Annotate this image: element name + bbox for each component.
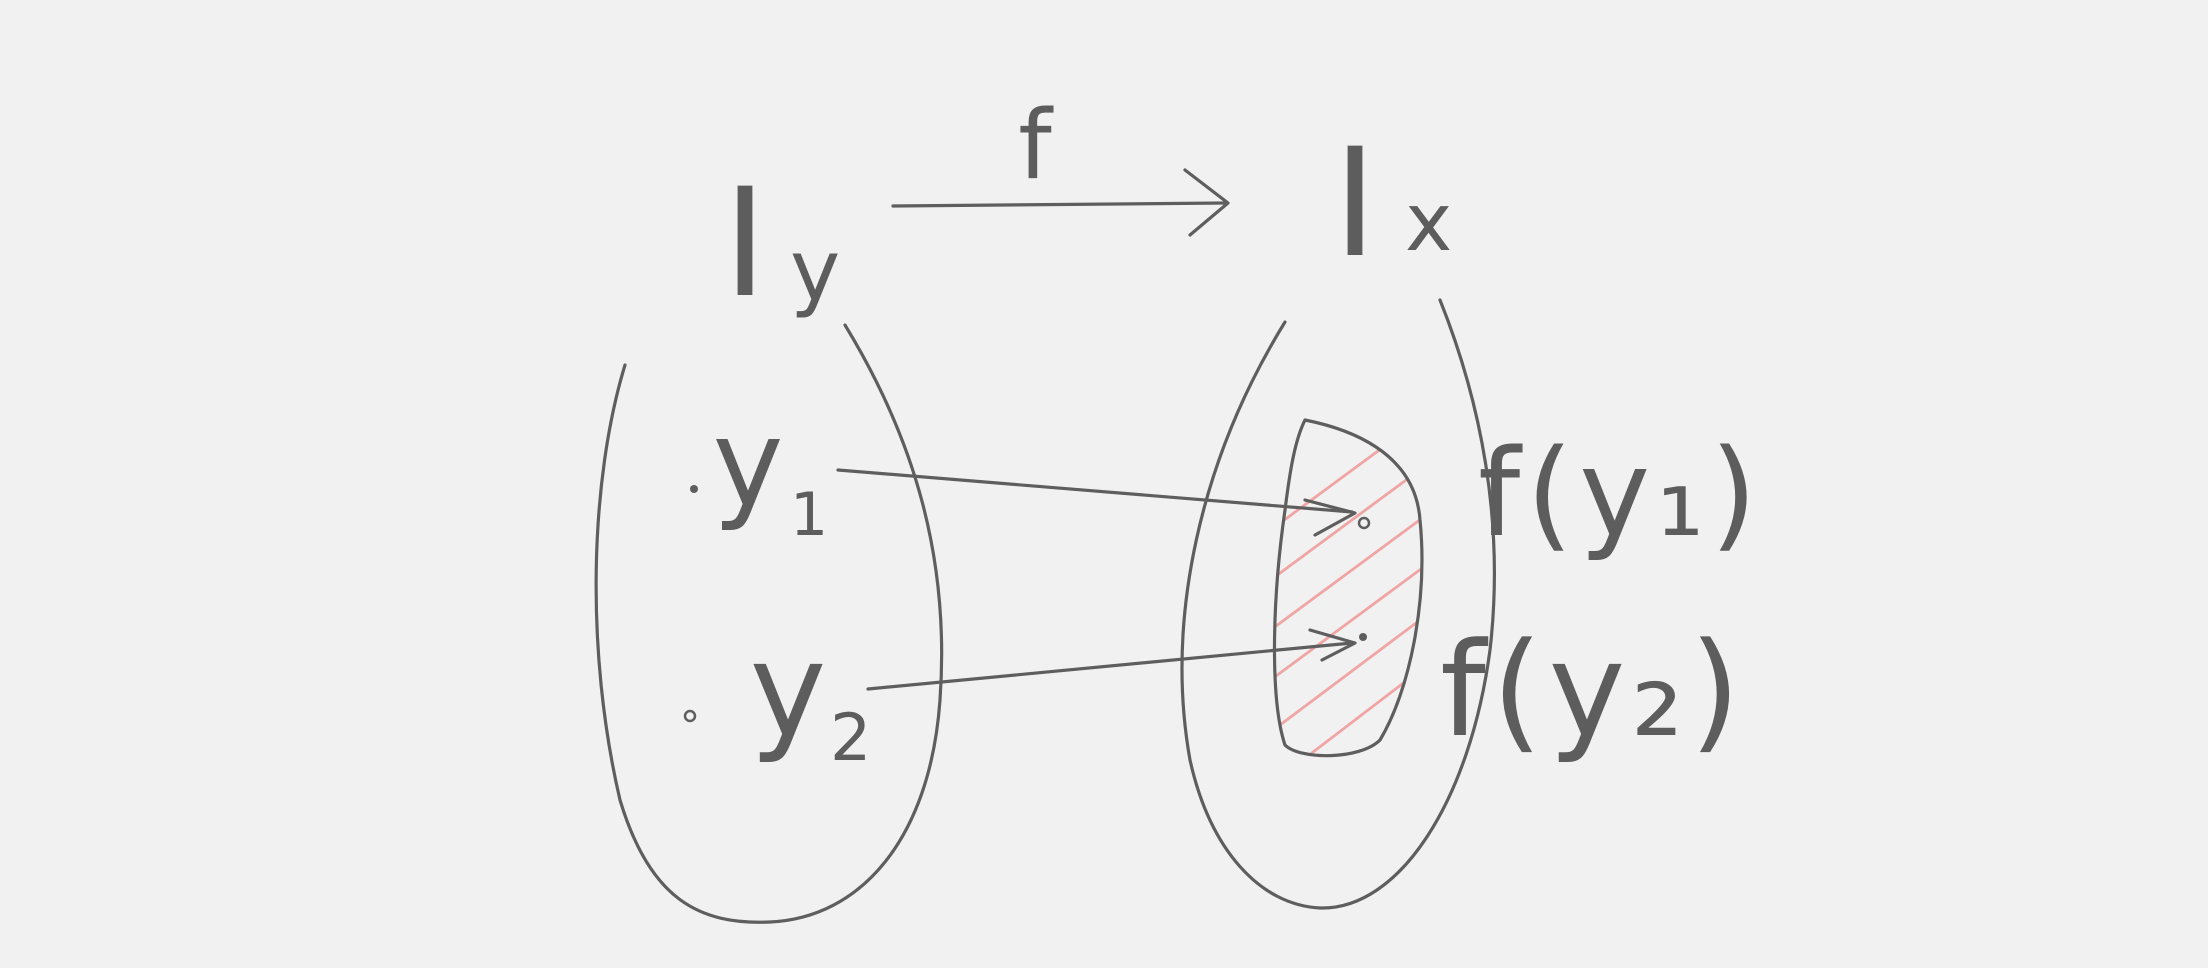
label-y1: y (712, 395, 783, 534)
source-set-subscript: y (790, 222, 840, 321)
mapping-arrowhead (1183, 168, 1230, 237)
point-y1 (690, 485, 698, 493)
label-f-of-y1: f(y₁) (1478, 425, 1763, 564)
arrow-y1-to-fy1 (836, 468, 1354, 514)
target-set-subscript: x (1405, 176, 1452, 269)
label-y2: y (750, 614, 827, 766)
source-set-label: I (723, 157, 767, 331)
label-f-of-y2: f(y₂) (1440, 614, 1746, 766)
image-region-hatching (1274, 420, 1422, 756)
mapping-arrow (891, 201, 1227, 208)
point-fy2 (1359, 633, 1367, 641)
label-y1-subscript: 1 (790, 480, 828, 550)
target-set-oval (1180, 298, 1496, 910)
label-y2-subscript: 2 (830, 701, 871, 776)
arrow-y2-to-fy2 (866, 641, 1354, 691)
arrowhead-fy2 (1308, 628, 1357, 662)
point-fy1 (1357, 516, 1371, 530)
arrowhead-fy1 (1303, 498, 1357, 537)
arrow-label-f: f (1018, 91, 1054, 201)
point-y2 (683, 709, 697, 723)
source-set-oval (594, 323, 944, 924)
target-set-label: I (1333, 117, 1377, 291)
image-region-outline (1272, 418, 1424, 758)
